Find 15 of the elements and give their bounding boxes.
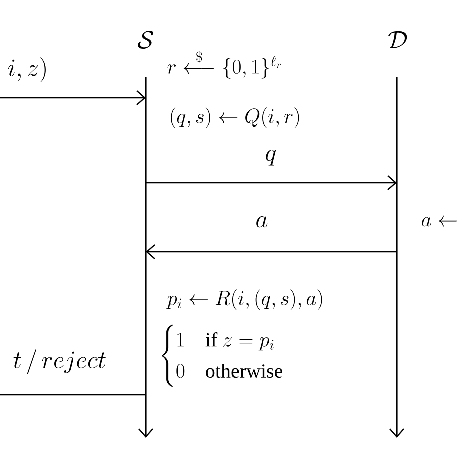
- party-label: $\mathcal{S}$: [138, 30, 154, 50]
- lifeline: [138, 77, 154, 438]
- formula: $p_i \leftarrow R(i,(q,s),a)$: [166, 290, 322, 310]
- formula: $r \overset{\$}{\longleftarrow} \{0,1\}^{\ell_r}$: [168, 51, 281, 79]
- arrow: [146, 244, 397, 260]
- edge-label: $q$: [266, 150, 276, 166]
- lifeline: [390, 77, 404, 438]
- edge-label: $a$: [256, 216, 268, 228]
- edge-label: $t\,/\,reject$: [14, 350, 106, 374]
- party-label: $\mathcal{D}$: [388, 32, 408, 48]
- arrow: [0, 90, 146, 106]
- edge-label: $i,z)$: [8, 58, 46, 82]
- formula: $(q,s) \leftarrow Q(i,r)$: [171, 108, 300, 128]
- arrow: [146, 176, 397, 190]
- formula: $a \leftarrow$: [422, 216, 458, 227]
